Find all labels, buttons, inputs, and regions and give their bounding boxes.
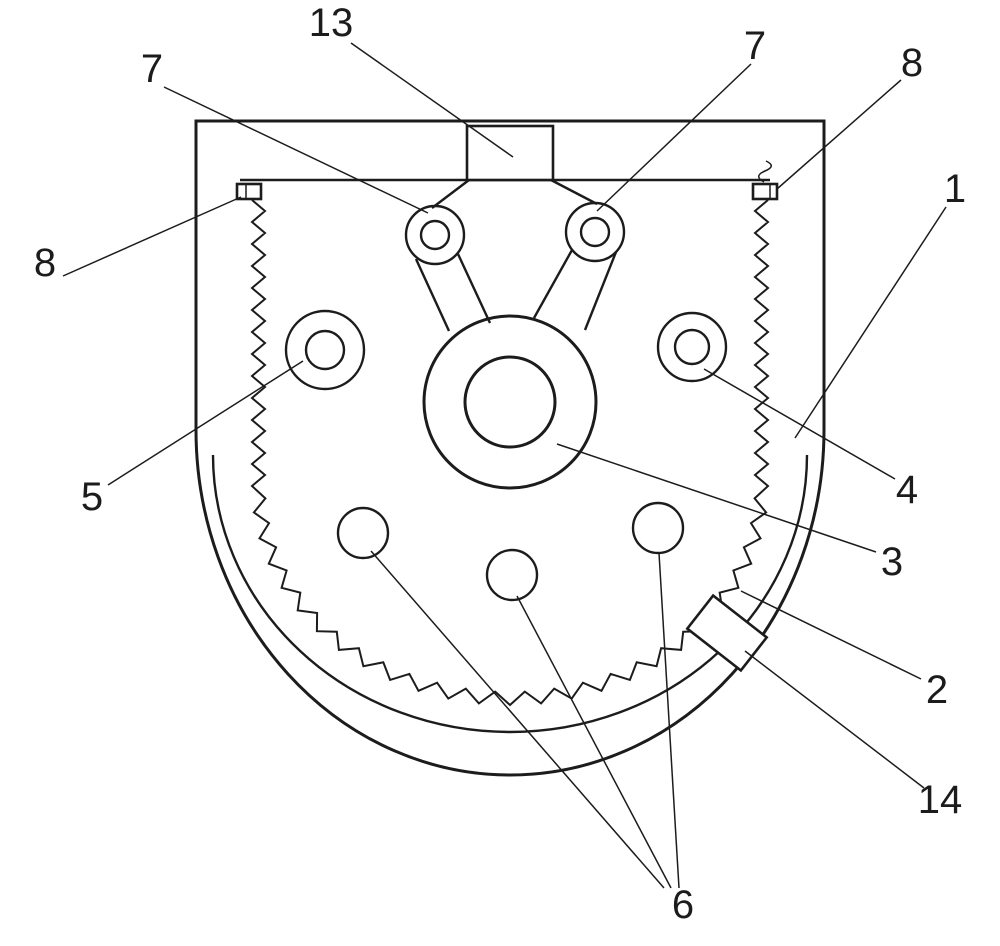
port-circle-middle xyxy=(485,548,539,602)
leader-6-right xyxy=(658,552,680,889)
leader-8-right xyxy=(776,79,902,190)
roller-outer-circle xyxy=(656,311,728,383)
label-14: 14 xyxy=(918,778,963,822)
arm-line xyxy=(532,249,574,319)
roller-inner-circle xyxy=(579,216,611,248)
hub-inner-circle xyxy=(463,355,557,449)
bottom-ports xyxy=(336,501,685,602)
hub-outer-circle xyxy=(422,314,598,490)
leader-4 xyxy=(703,368,896,480)
roller-top-left xyxy=(404,204,466,266)
arm-line xyxy=(456,253,492,324)
leader-8-left xyxy=(62,196,242,277)
arm-line xyxy=(431,179,470,209)
central-hub xyxy=(422,314,598,490)
leader-1 xyxy=(794,206,947,439)
leader-7-right xyxy=(596,63,752,212)
arm-line xyxy=(414,258,451,332)
roller-outer-circle xyxy=(564,201,626,263)
clip-left-body xyxy=(235,182,263,201)
roller-outer-circle xyxy=(284,309,366,391)
label-3: 3 xyxy=(881,540,903,584)
label-8-left: 8 xyxy=(34,241,56,285)
leader-7-left xyxy=(163,86,429,214)
roller-inner-circle xyxy=(419,219,451,251)
label-1: 1 xyxy=(944,167,966,211)
arm-linkage xyxy=(414,178,618,332)
reference-labels: 13 7 7 8 1 8 5 4 3 2 14 6 xyxy=(34,1,966,927)
label-8-right: 8 xyxy=(901,41,923,85)
leader-13 xyxy=(350,42,514,158)
leader-5 xyxy=(107,360,304,486)
leader-6-left xyxy=(370,550,665,889)
clip-right-body xyxy=(751,182,779,201)
roller-outer-circle xyxy=(404,204,466,266)
leader-lines xyxy=(62,42,947,889)
roller-right xyxy=(656,311,728,383)
label-7-left: 7 xyxy=(141,47,163,91)
arm-line xyxy=(550,178,598,206)
leader-2 xyxy=(740,590,922,680)
roller-inner-circle xyxy=(673,328,711,366)
label-13: 13 xyxy=(309,1,354,45)
label-7-right: 7 xyxy=(744,24,766,68)
roller-inner-circle xyxy=(304,329,346,371)
clip-left xyxy=(235,182,263,201)
label-2: 2 xyxy=(926,668,948,712)
roller-top-right xyxy=(564,201,626,263)
leader-6-middle xyxy=(516,595,672,889)
label-6: 6 xyxy=(672,883,694,927)
label-4: 4 xyxy=(896,468,918,512)
inner-bowl-wall xyxy=(211,454,809,734)
port-circle-right xyxy=(631,501,685,555)
roller-left xyxy=(284,309,366,391)
leader-14 xyxy=(744,650,925,789)
arm-line xyxy=(583,251,618,331)
break-squiggle-mark xyxy=(758,160,772,183)
outer-housing-outline xyxy=(194,119,826,777)
clip-right xyxy=(751,160,779,201)
leader-3 xyxy=(556,443,877,553)
label-5: 5 xyxy=(81,475,103,519)
serrated-liner xyxy=(250,199,770,707)
port-circle-left xyxy=(336,506,390,560)
